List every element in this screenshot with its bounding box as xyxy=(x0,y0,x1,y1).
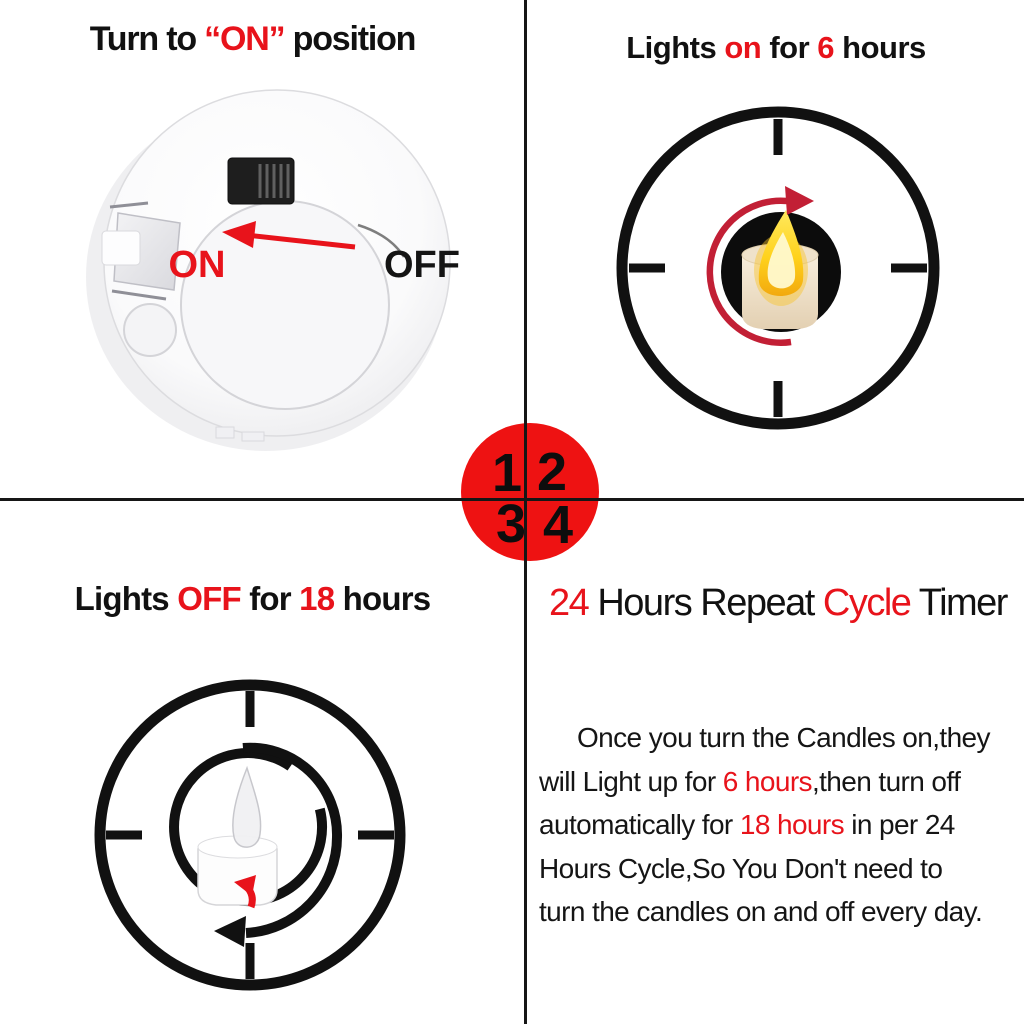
clock-ring xyxy=(94,679,406,991)
vertical-divider xyxy=(524,0,527,1024)
badge-number-2: 2 xyxy=(536,442,568,502)
clock-ticks xyxy=(106,691,394,979)
reverse-arrow-head xyxy=(234,875,256,896)
q3-title-part3: for xyxy=(240,580,300,617)
door-notch xyxy=(123,303,177,357)
q2-title-part3: for xyxy=(761,30,818,65)
latch-edge-top xyxy=(109,201,149,209)
on-arrow-head xyxy=(222,221,256,248)
badge-number-1: 1 xyxy=(491,443,523,503)
q3-title-off: OFF xyxy=(177,580,241,617)
paragraph-text: will Light up for xyxy=(539,765,723,797)
paragraph-line-4: Hours Cycle,So You Don't need to xyxy=(539,847,1019,891)
base-bump xyxy=(215,426,235,439)
candle-base-photo: ON OFF xyxy=(86,89,460,451)
clock-off-diagram xyxy=(94,679,406,991)
clock-ring xyxy=(616,106,940,430)
q3-title-part5: hours xyxy=(334,580,431,617)
paragraph-highlight-18-hours: 18 hours xyxy=(739,809,845,840)
q2-title: Lights on for 6 hours xyxy=(528,30,1024,66)
paragraph-text: in per 24 xyxy=(844,809,955,840)
description-paragraph: Once you turn the Candles on,they will L… xyxy=(539,716,1019,934)
q2-title-on: on xyxy=(724,30,762,65)
q1-title-on: “ON” xyxy=(204,20,285,58)
q4-title-part2: Hours Repeat xyxy=(588,582,823,624)
horizontal-divider xyxy=(0,498,1024,501)
flame-core xyxy=(767,232,796,289)
badge-number-4: 4 xyxy=(542,495,574,555)
clock-on-diagram xyxy=(616,106,940,430)
latch-notch xyxy=(101,230,141,266)
clockwise-arc xyxy=(706,197,792,346)
door-seam xyxy=(357,223,406,258)
off-label: OFF xyxy=(384,244,460,286)
paragraph-text: automatically for xyxy=(539,809,740,840)
inner-circle xyxy=(169,748,327,907)
battery-door xyxy=(180,200,390,410)
paragraph-text: Hours Cycle,So You Don't need to xyxy=(539,852,943,884)
paragraph-text: turn the candles on and off every day. xyxy=(539,896,983,927)
q4-title-24: 24 xyxy=(549,582,590,624)
paragraph-line-1: Once you turn the Candles on,they xyxy=(539,716,1019,760)
q1-title: Turn to “ON” position xyxy=(0,20,505,59)
paragraph-highlight-6-hours: 6 hours xyxy=(722,765,813,797)
on-label: ON xyxy=(169,244,226,286)
badge-number-3: 3 xyxy=(495,494,527,554)
base-bump xyxy=(241,431,265,442)
clockwise-arrow-head xyxy=(785,186,814,215)
spiral-arrow-head xyxy=(214,916,246,947)
q1-title-part1: Turn to xyxy=(89,20,205,58)
q4-title: 24 Hours Repeat Cycle Timer xyxy=(532,582,1024,625)
q3-title-hours-num: 18 xyxy=(299,580,335,617)
paragraph-line-3: automatically for 18 hours in per 24 xyxy=(539,803,1019,847)
q4-title-part4: Timer xyxy=(910,582,1009,624)
latch-edge-bottom xyxy=(111,289,167,301)
unlit-candle-body xyxy=(197,848,278,906)
spiral-arc xyxy=(242,742,343,938)
paragraph-line-5: turn the candles on and off every day. xyxy=(539,890,1019,934)
q2-title-hours-num: 6 xyxy=(817,30,835,65)
paragraph-text: ,then turn off xyxy=(811,765,961,797)
clock-ticks xyxy=(629,119,927,417)
step-badge-circle xyxy=(461,423,599,561)
q3-title-part1: Lights xyxy=(74,580,178,617)
plastic-flame-tip-icon xyxy=(232,765,262,848)
q2-title-part1: Lights xyxy=(626,30,725,65)
q3-title: Lights OFF for 18 hours xyxy=(0,580,505,618)
paragraph-text: Once you turn the Candles on,they xyxy=(577,722,991,753)
q4-title-cycle: Cycle xyxy=(822,582,912,624)
switch-ridges xyxy=(258,164,290,198)
q1-title-part3: position xyxy=(284,20,417,58)
on-arrow-shaft xyxy=(245,232,356,250)
q2-title-part5: hours xyxy=(834,30,926,65)
paragraph-line-2: will Light up for 6 hours,then turn off xyxy=(539,760,1019,804)
